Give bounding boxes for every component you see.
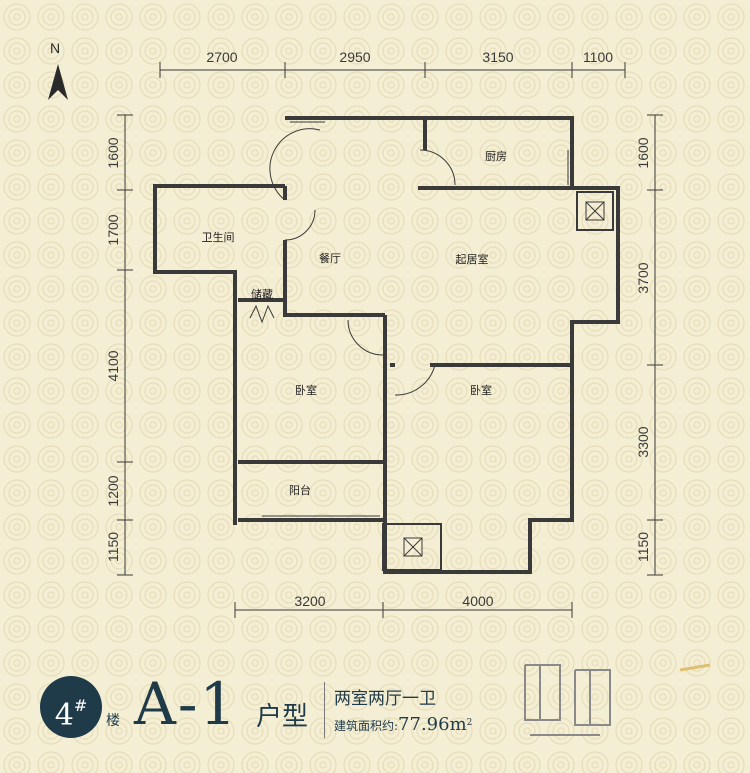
building-suffix: 楼: [106, 713, 120, 729]
north-arrow-icon: [48, 64, 68, 100]
dim-right-4: 1150: [635, 532, 651, 562]
dim-left-1: 1600: [105, 137, 121, 168]
dim-left-4: 1200: [105, 475, 121, 506]
dim-right-2: 3700: [635, 262, 651, 293]
dim-top-4: 1100: [583, 49, 613, 65]
dim-left-5: 1150: [105, 532, 121, 562]
area-sup: 2: [466, 718, 473, 728]
title-divider: [324, 682, 325, 738]
area-text: 建筑面积约:77.96m2: [334, 714, 472, 735]
area-value: 77.96m: [398, 714, 467, 735]
room-bedroom-right: 卧室: [470, 383, 492, 397]
room-bedroom-left: 卧室: [295, 383, 317, 397]
dim-top-3: 3150: [482, 49, 513, 65]
room-bathroom: 卫生间: [202, 230, 235, 244]
unit-title-block: 4# 楼 A-1 户型 两室两厅一卫 建筑面积约:77.96m2: [28, 670, 548, 746]
dim-right-3: 3300: [635, 426, 651, 457]
dim-left-2: 1700: [105, 214, 121, 245]
room-dining: 餐厅: [319, 251, 341, 265]
room-storage: 储藏: [251, 287, 273, 301]
dim-top-1: 2700: [206, 49, 237, 65]
room-living: 起居室: [456, 252, 489, 266]
unit-code: A-1: [134, 670, 239, 738]
dim-left-3: 4100: [105, 350, 121, 381]
layout-text: 两室两厅一卫: [334, 689, 436, 709]
building-number: 4: [54, 698, 74, 733]
building-badge: 4#: [40, 676, 102, 738]
dim-bottom-1: 3200: [294, 593, 325, 609]
dim-top-2: 2950: [339, 49, 370, 65]
area-label: 建筑面积约:: [334, 719, 399, 733]
north-label: N: [50, 40, 61, 56]
room-kitchen: 厨房: [485, 150, 507, 163]
room-balcony: 阳台: [289, 483, 311, 497]
dim-bottom-2: 4000: [462, 593, 493, 609]
dim-right-1: 1600: [635, 137, 651, 168]
building-number-sup: #: [73, 696, 88, 715]
key-plan-thumbnail: [524, 663, 711, 736]
unit-type: 户型: [256, 702, 309, 732]
